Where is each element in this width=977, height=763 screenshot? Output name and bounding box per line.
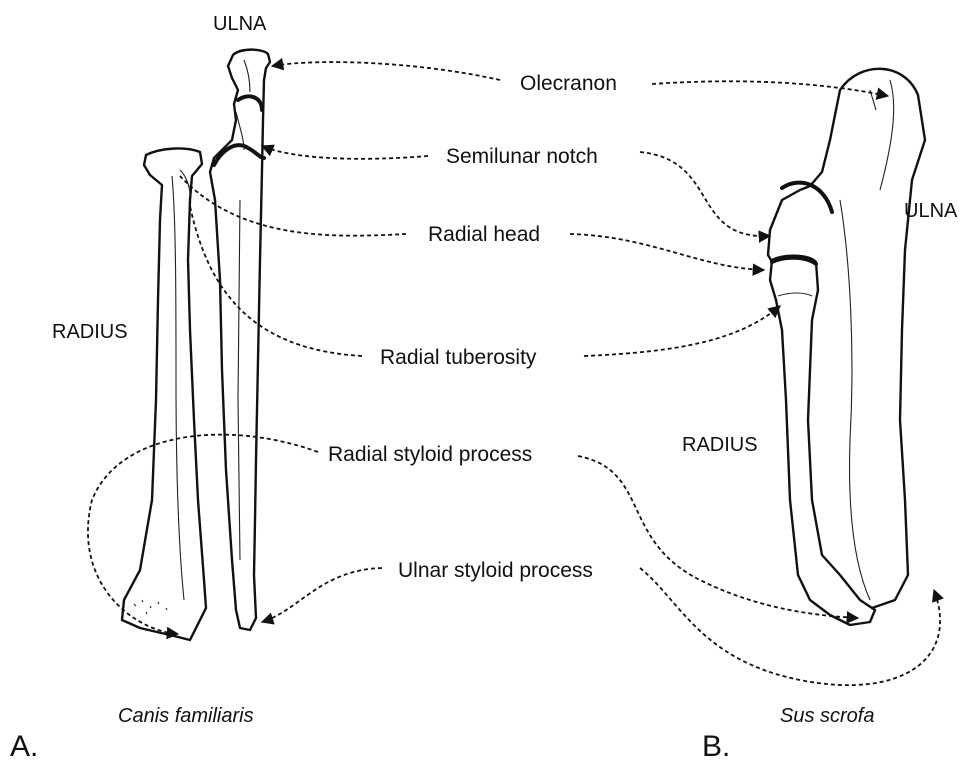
dog-ulna-label: ULNA <box>213 13 267 35</box>
panel-letter-b: B. <box>702 730 730 763</box>
label-radial-tuberosity: Radial tuberosity <box>380 346 537 369</box>
pig-radius-label: RADIUS <box>682 434 758 456</box>
pig-ulna-label: ULNA <box>904 200 958 222</box>
panel-letter-a: A. <box>10 730 38 763</box>
dog-radius-label: RADIUS <box>52 321 128 343</box>
label-radial-styloid-process: Radial styloid process <box>328 443 532 466</box>
dog-ulna-drawing <box>210 50 270 630</box>
label-ulnar-styloid-process: Ulnar styloid process <box>398 559 593 582</box>
label-radial-head: Radial head <box>428 223 540 246</box>
label-semilunar-notch: Semilunar notch <box>446 145 598 168</box>
species-sus-scrofa: Sus scrofa <box>780 705 874 727</box>
label-olecranon: Olecranon <box>520 72 617 95</box>
species-canis-familiaris: Canis familiaris <box>118 705 254 727</box>
